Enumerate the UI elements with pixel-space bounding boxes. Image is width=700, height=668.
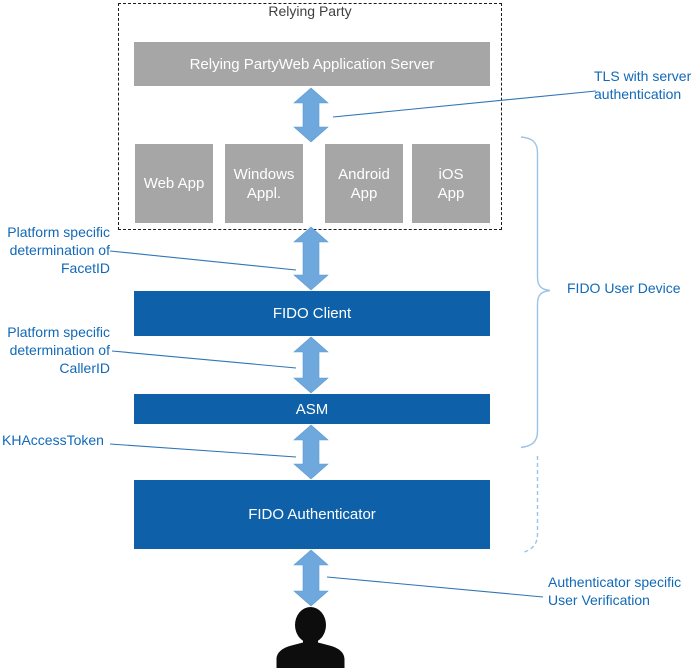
leader-line-user-verification bbox=[326, 576, 544, 598]
user-verification-annotation: Authenticator specific User Verification bbox=[548, 574, 682, 608]
ios-app-box: iOS App bbox=[412, 144, 490, 223]
fido-user-device-label: FIDO User Device bbox=[567, 280, 681, 296]
callerid-annotation: Platform specific determination of Calle… bbox=[7, 324, 110, 376]
user-silhouette-icon bbox=[276, 607, 345, 668]
android-app-box: Android App bbox=[325, 144, 403, 223]
leader-line-khaccesstoken bbox=[109, 443, 297, 458]
fido-authenticator-box: FIDO Authenticator bbox=[134, 480, 490, 549]
arrow-asm-authenticator bbox=[293, 424, 329, 480]
android-app-label: Android bbox=[338, 165, 390, 183]
web-application-server-box: Relying PartyWeb Application Server bbox=[134, 42, 490, 86]
leader-line-facetid bbox=[109, 250, 297, 271]
ios-app-label-line2: App bbox=[437, 184, 465, 202]
web-app-label: Web App bbox=[143, 175, 205, 192]
facetid-annotation: Platform specific determination of Facet… bbox=[7, 224, 110, 276]
arrow-apps-client bbox=[293, 226, 329, 291]
web-application-server-label: Relying PartyWeb Application Server bbox=[189, 55, 435, 73]
fido-client-box: FIDO Client bbox=[134, 291, 490, 336]
fido-user-device-brace-dashed-extension bbox=[522, 456, 539, 554]
windows-app-label-line2: Appl. bbox=[246, 184, 282, 202]
relying-party-title: Relying Party bbox=[268, 3, 352, 19]
tls-annotation: TLS with server authentication bbox=[594, 67, 700, 103]
arrow-authenticator-user bbox=[293, 549, 329, 607]
web-app-box: Web App bbox=[135, 144, 213, 223]
asm-box: ASM bbox=[134, 394, 490, 424]
leader-line-callerid bbox=[111, 350, 297, 369]
asm-label: ASM bbox=[295, 400, 329, 418]
khaccesstoken-annotation: KHAccessToken bbox=[2, 432, 104, 448]
fido-authenticator-label: FIDO Authenticator bbox=[248, 506, 376, 523]
arrow-client-asm bbox=[293, 336, 329, 394]
ios-app-label: iOS bbox=[438, 165, 464, 183]
fido-user-device-brace bbox=[520, 136, 551, 449]
android-app-label-line2: App bbox=[350, 184, 378, 202]
windows-app-label: Windows bbox=[233, 165, 295, 183]
fido-client-label: FIDO Client bbox=[272, 305, 352, 322]
windows-app-box: Windows Appl. bbox=[225, 144, 303, 223]
